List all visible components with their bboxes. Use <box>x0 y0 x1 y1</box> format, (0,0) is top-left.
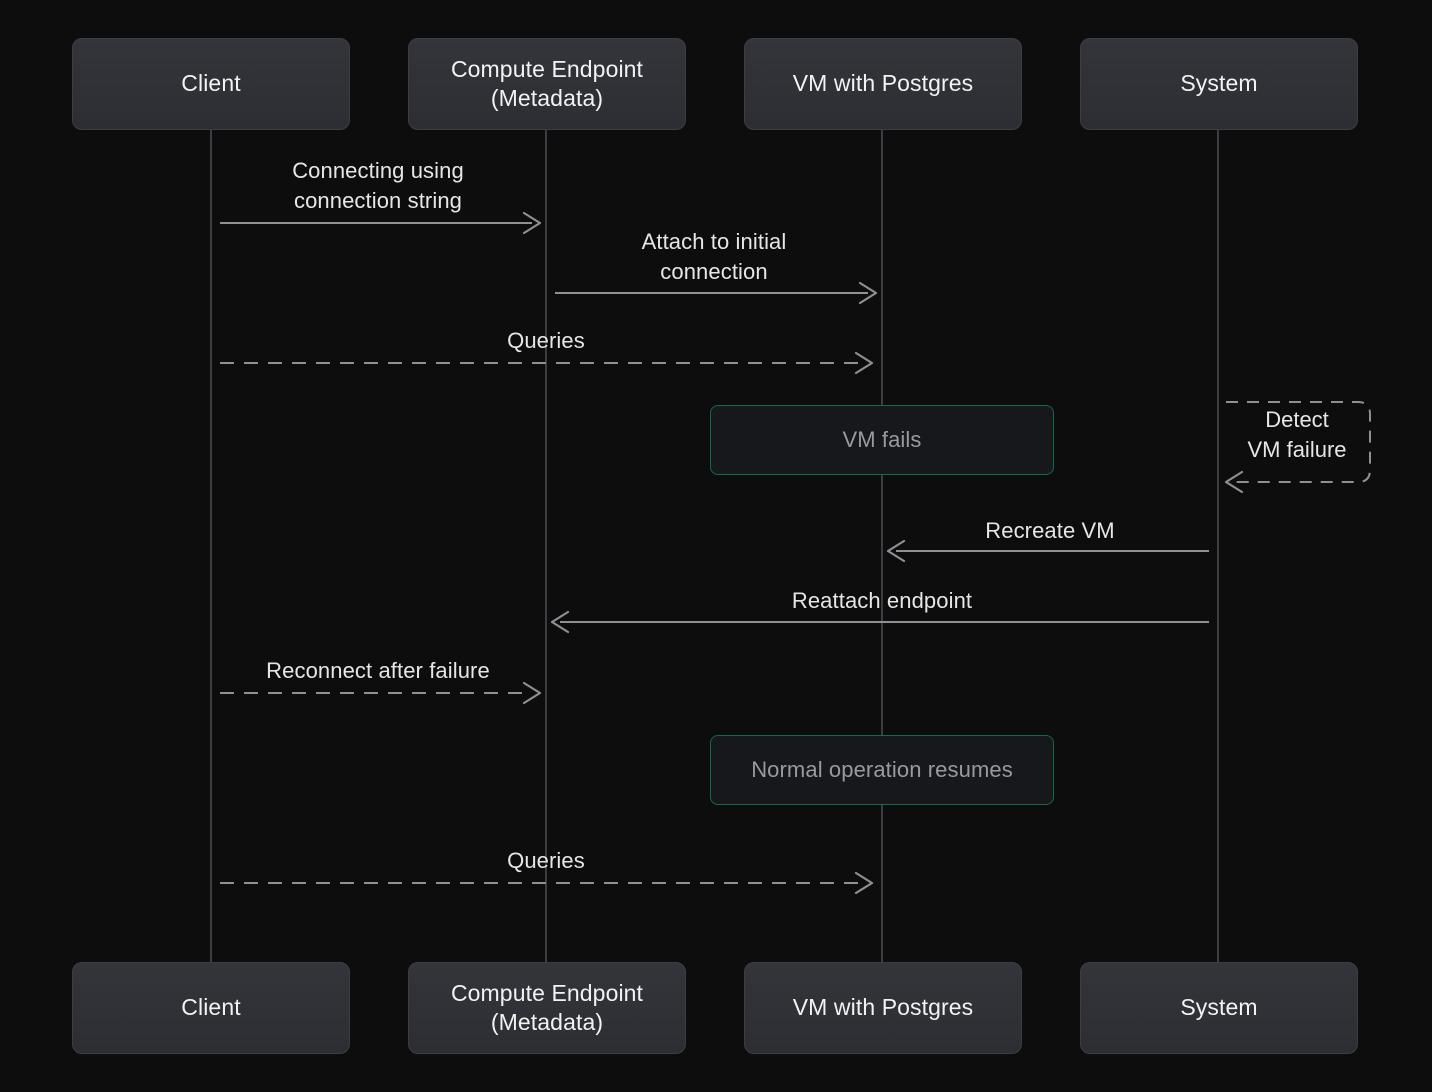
actor-header-vm-postgres[interactable]: VM with Postgres <box>744 38 1022 130</box>
note-vm-fails: VM fails <box>710 405 1054 475</box>
note-normal-operation-resumes: Normal operation resumes <box>710 735 1054 805</box>
message-label-attach-to-initial-connection: Attach to initial connection <box>641 229 787 285</box>
lifeline-vm-postgres <box>881 126 883 964</box>
note-vm-fails-label: VM fails <box>842 427 922 452</box>
actor-header-compute-endpoint-label: Compute Endpoint (Metadata) <box>450 55 644 111</box>
lifeline-client <box>210 126 212 964</box>
message-label-detect-vm-failure: Detect VM failure <box>1247 407 1347 463</box>
actor-footer-client[interactable]: Client <box>72 962 350 1054</box>
actor-header-system-label: System <box>1180 70 1258 97</box>
message-label-recreate-vm: Recreate VM <box>985 518 1115 543</box>
actor-footer-compute-endpoint[interactable]: Compute Endpoint (Metadata) <box>408 962 686 1054</box>
actor-header-client-label: Client <box>181 70 241 97</box>
actor-footer-vm-postgres-label: VM with Postgres <box>792 994 974 1021</box>
message-label-queries-1: Queries <box>507 328 585 353</box>
lifeline-system <box>1217 126 1219 964</box>
message-label-connecting-using-connection-string: Connecting using connection string <box>292 158 464 214</box>
actor-header-system[interactable]: System <box>1080 38 1358 130</box>
actor-header-vm-postgres-label: VM with Postgres <box>792 70 974 97</box>
actor-header-compute-endpoint[interactable]: Compute Endpoint (Metadata) <box>408 38 686 130</box>
actor-footer-system-label: System <box>1180 994 1258 1021</box>
message-label-reconnect-after-failure: Reconnect after failure <box>266 658 490 683</box>
lifeline-compute-endpoint <box>545 126 547 964</box>
actor-header-client[interactable]: Client <box>72 38 350 130</box>
note-normal-operation-resumes-label: Normal operation resumes <box>751 757 1013 782</box>
message-label-queries-2: Queries <box>507 848 585 873</box>
message-label-reattach-endpoint: Reattach endpoint <box>791 588 973 613</box>
actor-footer-client-label: Client <box>181 994 241 1021</box>
actor-footer-vm-postgres[interactable]: VM with Postgres <box>744 962 1022 1054</box>
actor-footer-compute-endpoint-label: Compute Endpoint (Metadata) <box>450 979 644 1035</box>
actor-footer-system[interactable]: System <box>1080 962 1358 1054</box>
